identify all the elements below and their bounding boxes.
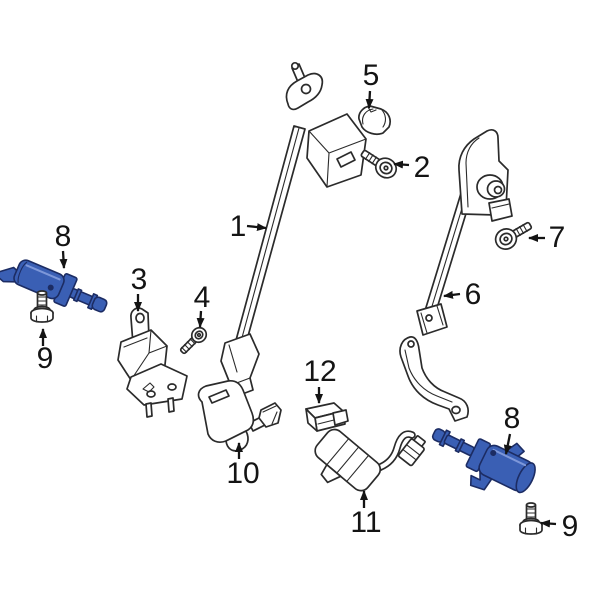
callout-arrow-2: [393, 160, 410, 169]
callout-label-12[interactable]: 12: [303, 355, 336, 388]
callout-label-8-right[interactable]: 8: [504, 402, 521, 435]
part-8-pretensioner-right[interactable]: [420, 409, 543, 509]
callout-label-9-right[interactable]: 9: [562, 510, 579, 543]
callout-label-9-left[interactable]: 9: [37, 342, 54, 375]
callout-label-1[interactable]: 1: [230, 210, 247, 243]
callout-arrow-1: [246, 223, 267, 232]
part-4-screw[interactable]: [177, 325, 209, 357]
part-3-mount-bracket[interactable]: [117, 307, 188, 418]
callout-arrow-8-left: [59, 250, 68, 269]
callout-label-11[interactable]: 11: [350, 506, 381, 539]
callout-label-10[interactable]: 10: [226, 457, 259, 490]
callout-label-3[interactable]: 3: [131, 263, 148, 296]
callout-label-6[interactable]: 6: [465, 278, 482, 311]
callout-arrow-4: [196, 310, 205, 328]
callout-arrow-6: [443, 290, 461, 299]
part-7-bolt[interactable]: [492, 216, 535, 253]
part-2-bolt[interactable]: [357, 145, 400, 182]
callout-arrow-5: [365, 90, 374, 109]
part-9-bolt-right[interactable]: [519, 502, 543, 535]
callout-arrow-8-right: [503, 433, 512, 455]
part-10-buckle[interactable]: [197, 379, 282, 452]
part-5-clip[interactable]: [358, 105, 391, 136]
part-11-retractor[interactable]: [303, 426, 428, 504]
part-12-cover[interactable]: [305, 402, 349, 432]
callout-label-5[interactable]: 5: [363, 59, 380, 92]
callout-label-7[interactable]: 7: [549, 221, 566, 254]
callout-label-8-left[interactable]: 8: [55, 220, 72, 253]
callout-label-4[interactable]: 4: [194, 281, 211, 314]
part-6-seat-belt[interactable]: [399, 128, 513, 422]
part-1-seat-belt[interactable]: [220, 61, 367, 397]
callout-arrow-9-right: [540, 519, 557, 528]
part-8-pretensioner-left[interactable]: [0, 249, 112, 322]
callout-label-2[interactable]: 2: [414, 151, 431, 184]
